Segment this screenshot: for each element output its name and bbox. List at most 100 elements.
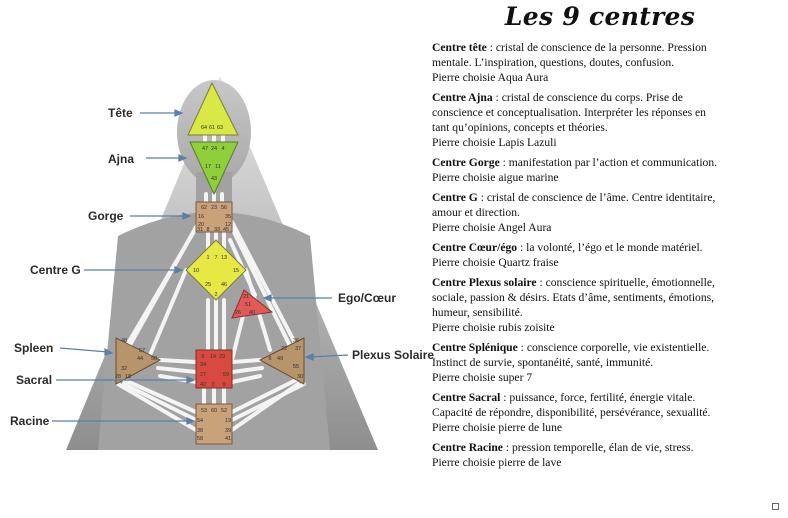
gate-number: 62	[201, 205, 207, 211]
gate-number: 48	[121, 338, 127, 344]
label-sacral: Sacral	[16, 373, 53, 387]
chosen-stone: Pierre choisie Angel Aura	[432, 221, 552, 234]
centre-description-line: tant qu’opinions, concepts et théories.	[432, 120, 772, 135]
gate-number: 7	[214, 255, 217, 261]
separator: :	[477, 191, 487, 204]
gate-number: 15	[233, 268, 239, 274]
separator: :	[536, 276, 546, 289]
gate-number: 39	[225, 428, 231, 434]
gate-number: 30	[297, 374, 303, 380]
throat-centre	[195, 201, 233, 233]
centre-entry: Centre Ajna : cristal de conscience du c…	[432, 90, 772, 150]
centre-entry: Centre Racine : pression temporelle, éla…	[432, 440, 772, 470]
separator: :	[499, 156, 509, 169]
description-text: pression temporelle, élan de vie, stress…	[511, 441, 694, 454]
channel-line	[158, 358, 198, 364]
centre-description-line: humeur, sensibilité.	[432, 305, 772, 320]
channel-line	[230, 376, 302, 414]
centre-name: Centre Racine	[432, 441, 503, 454]
channel-line	[230, 310, 246, 362]
gate-number: 28	[115, 374, 121, 380]
gate-number: 35	[225, 214, 231, 220]
centre-description-line: Centre Cœur/égo : la volonté, l’égo et l…	[432, 240, 772, 255]
chosen-stone: Pierre choisie super 7	[432, 371, 533, 384]
separator: :	[486, 41, 496, 54]
gate-number: 50	[151, 356, 157, 362]
centre-description-line: Centre tête : cristal de conscience de l…	[432, 40, 772, 55]
description-text: cristal de conscience de la personne. Pr…	[495, 41, 707, 54]
label-ajna: Ajna	[108, 152, 135, 166]
gate-number: 6	[268, 356, 271, 362]
channel-line	[148, 268, 188, 357]
description-text: tant qu’opinions, concepts et théories.	[432, 121, 608, 134]
centre-name: Centre Ajna	[432, 91, 493, 104]
channel-line	[156, 366, 198, 374]
gate-number: 13	[221, 255, 227, 261]
gate-number: 55	[293, 364, 299, 370]
description-text: cristal de conscience de l’âme. Centre i…	[486, 191, 716, 204]
chosen-stone: Pierre choisie aigue marine	[432, 171, 559, 184]
ajna-centre	[189, 141, 239, 196]
gate-number: 51	[245, 302, 251, 308]
centre-entry: Centre G : cristal de conscience de l’âm…	[432, 190, 772, 235]
chosen-stone: Pierre choisie Lapis Lazuli	[432, 136, 557, 149]
g-centre	[185, 239, 247, 301]
gate-number: 49	[277, 356, 283, 362]
gate-number: 32	[121, 366, 127, 372]
description-text: Instinct de survie, spontanéité, santé, …	[432, 356, 654, 369]
gate-number: 14	[210, 354, 216, 360]
gate-number: 1	[206, 255, 209, 261]
centre-description-line: Capacité de répondre, disponibilité, per…	[432, 405, 772, 420]
description-text: humeur, sensibilité.	[432, 306, 523, 319]
channel-line	[122, 226, 198, 352]
label-gorge: Gorge	[88, 209, 124, 223]
gate-number: 27	[200, 372, 206, 378]
spleen-centre	[115, 337, 162, 385]
description-text: cristal de conscience du corps. Prise de	[501, 91, 683, 104]
centre-description-line: Centre Sacral : puissance, force, fertil…	[432, 390, 772, 405]
gate-number: 23	[211, 205, 217, 211]
gate-number: 36	[293, 338, 299, 344]
channel-line	[118, 376, 198, 414]
centre-name: Centre Cœur/égo	[432, 241, 518, 254]
description-text: Capacité de répondre, disponibilité, per…	[432, 406, 711, 419]
label-racine: Racine	[10, 414, 50, 428]
gate-number: 19	[225, 418, 231, 424]
gate-number: 5	[201, 354, 204, 360]
centre-description-line: Instinct de survie, spontanéité, santé, …	[432, 355, 772, 370]
centre-entry: Centre Splénique : conscience corporelle…	[432, 340, 772, 385]
description-text: conscience corporelle, vie existentielle…	[526, 341, 710, 354]
gate-number: 20	[198, 222, 204, 228]
separator: :	[500, 391, 510, 404]
gate-number: 44	[137, 356, 143, 362]
gate-number: 63	[217, 125, 223, 131]
label-spleen: Spleen	[14, 341, 54, 355]
label-centre-g: Centre G	[30, 263, 81, 277]
gate-number: 40	[249, 310, 255, 316]
centre-description-line: mentale. L’inspiration, questions, doute…	[432, 55, 772, 70]
solar-plexus-centre	[258, 337, 305, 385]
gate-number: 45	[223, 227, 229, 233]
centre-description-line: Centre Racine : pression temporelle, éla…	[432, 440, 772, 455]
sacral-centre	[195, 349, 233, 389]
gate-number: 33	[214, 227, 220, 233]
gate-number: 46	[221, 282, 227, 288]
gate-number: 54	[197, 418, 203, 424]
description-text: conscience spirituelle, émotionnelle,	[545, 276, 715, 289]
centre-description-line: sociale, passion & désirs. Etats d’âme, …	[432, 290, 772, 305]
centre-name: Centre G	[432, 191, 478, 204]
label-arrows	[52, 109, 349, 425]
gate-number: 22	[281, 346, 287, 352]
gate-number: 25	[205, 282, 211, 288]
gate-number: 9	[222, 382, 225, 388]
gate-number: 43	[211, 176, 217, 182]
label-plexus: Plexus Solaire	[352, 348, 435, 362]
channel-line	[122, 382, 198, 422]
gate-number: 4	[221, 146, 224, 152]
centre-entry: Centre Sacral : puissance, force, fertil…	[432, 390, 772, 435]
channel-line	[230, 366, 264, 374]
gate-number: 18	[125, 374, 131, 380]
gate-number: 21	[243, 294, 249, 300]
